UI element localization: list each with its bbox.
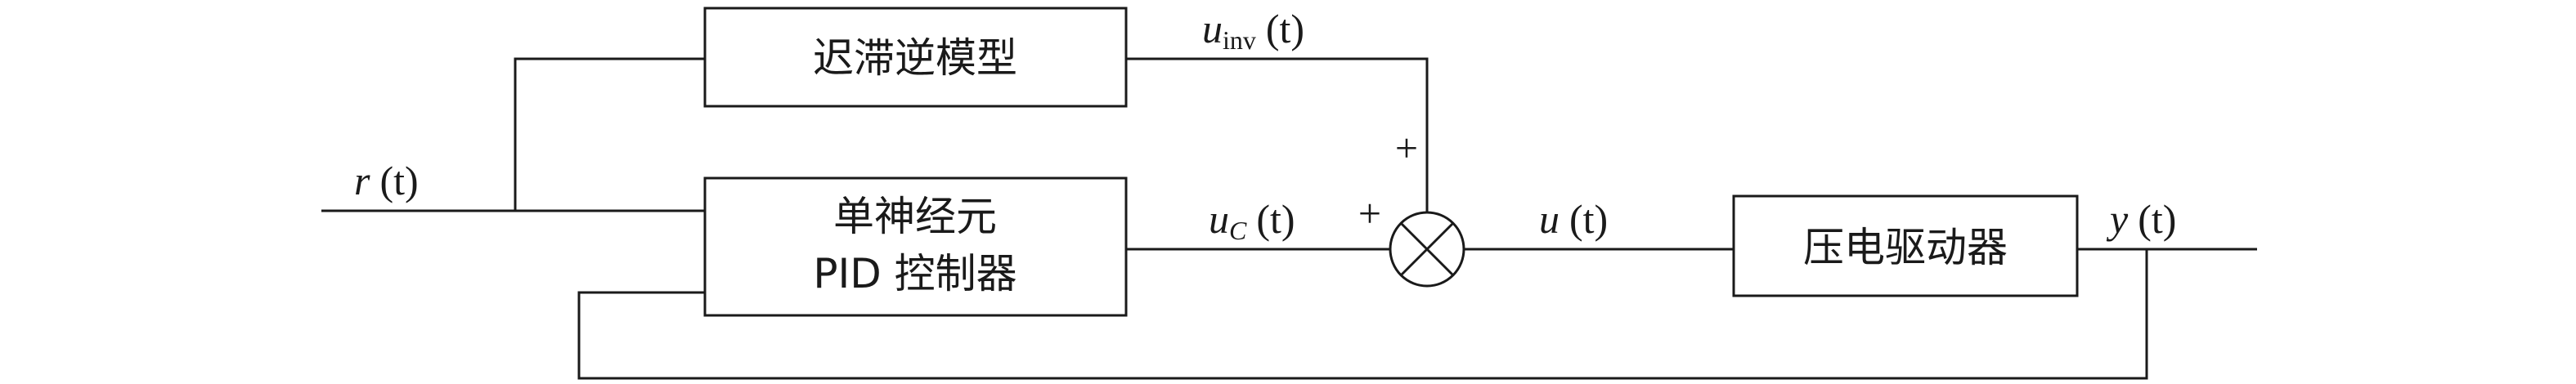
neuron-pid-label-line1: 单神经元: [833, 193, 997, 240]
y-t-label: y(t): [2106, 196, 2176, 242]
r-t-label: r(t): [354, 158, 419, 203]
hysteresis-inverse-label: 迟滞逆模型: [813, 34, 1017, 82]
neuron-pid-label-line2: PID 控制器: [813, 250, 1016, 297]
piezo-driver-block: [1732, 194, 2079, 297]
junction-plus-left: +: [1358, 190, 1381, 236]
piezo-driver-label: 压电驱动器: [1803, 224, 2008, 271]
uc-t-label: uC(t): [1209, 196, 1295, 245]
uinv-t-label: uinv(t): [1202, 6, 1304, 55]
hysteresis-inverse-block: [703, 7, 1128, 108]
summing-junction: [1389, 211, 1465, 288]
neuron-pid-block: [703, 176, 1128, 317]
feedback-line: [577, 249, 2148, 380]
uinv-line: [1126, 57, 1429, 212]
branch-to-inverse-line: [514, 57, 705, 211]
u-t-label: u(t): [1539, 196, 1608, 242]
junction-plus-top: +: [1395, 125, 1418, 171]
